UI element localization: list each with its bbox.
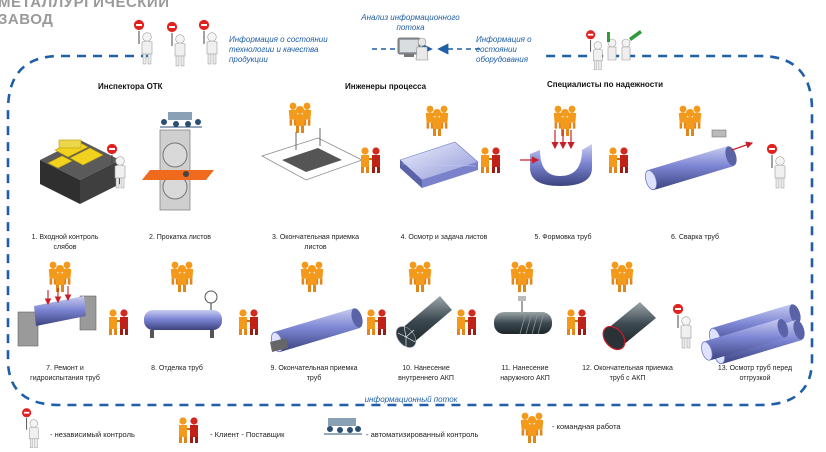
finishing-pipe-icon [144, 290, 222, 338]
step-7-line-2: гидроиспытания труб [30, 375, 100, 382]
team-icon-step11 [511, 262, 534, 292]
step-10-line-2: внутреннего АКП [398, 375, 454, 382]
header-title: МЕТАЛЛУРГИЧЕСКИЙ ЗАВОД [0, 0, 170, 28]
handshake-icon-5-6 [608, 146, 629, 174]
step-9-line-1: 9. Окончательная приемка [270, 365, 358, 372]
role-otk: Инспектора ОТК [98, 82, 163, 91]
info-equipment-label: Информация о состоянии оборудования [476, 35, 566, 65]
team-icon-step8 [171, 262, 194, 292]
step-7-label: 7. Ремонт и гидроиспытания труб [10, 364, 120, 384]
welding-pipe-icon [642, 129, 754, 192]
team-icon-step6 [679, 106, 702, 136]
info-quality-line-1: Информация о состоянии [229, 35, 328, 44]
team-icon-step3 [289, 103, 312, 133]
step-3-label: 3. Окончательная приемка листов [253, 233, 378, 253]
team-icon-step9 [301, 262, 324, 292]
step-12-line-2: труб с АКП [609, 375, 646, 382]
header-line-2: ЗАВОД [0, 11, 54, 28]
role-process: Инженеры процесса [345, 82, 427, 91]
handshake-icon-11-12 [566, 308, 587, 336]
info-analysis-line-1: Анализ информационного [361, 13, 460, 22]
info-analysis-line-2: потока [396, 23, 425, 32]
legend-independent-icon [21, 407, 39, 449]
team-icon-step4 [426, 106, 449, 136]
handshake-icon-3-4 [360, 146, 381, 174]
otk-inspectors-icon [133, 19, 218, 67]
slab-stack-icon [40, 139, 120, 204]
step-9-line-2: труб [306, 375, 322, 382]
step-3-line-2: листов [304, 244, 327, 251]
analysis-icon [397, 37, 429, 61]
pipe-acceptance-icon [268, 306, 366, 354]
independent-control-icon-12 [672, 303, 692, 349]
rolling-mill-icon [142, 129, 214, 211]
step-9-label: 9. Окончательная приемка труб [252, 364, 376, 384]
step-6-label: 6. Сварка труб [671, 234, 719, 241]
step-12-line-1: 12. Окончательная приемка [582, 365, 673, 372]
legend-client-icon [178, 416, 199, 444]
information-flow-line [6, 54, 814, 407]
handshake-icon-10-11 [456, 308, 477, 336]
step-7-line-1: 7. Ремонт и [46, 365, 84, 372]
sheet-stack-icon [399, 141, 479, 188]
legend-team: - командная работа [552, 422, 621, 431]
step-10-label: 10. Нанесение внутреннего АКП [381, 364, 471, 384]
reliability-team-icon [585, 29, 642, 71]
legend-automated-icon [324, 418, 362, 435]
pipe-bundle-icon [699, 302, 808, 366]
independent-control-icon-6 [766, 143, 786, 189]
step-4-label: 4. Осмотр и задача листов [400, 234, 488, 241]
handshake-icon-8-9 [238, 308, 259, 336]
automated-control-icon [160, 112, 202, 128]
role-reliability: Специалисты по надежности [547, 80, 663, 89]
coated-pipe-acceptance-icon [602, 302, 656, 351]
legend-independent: - независимый контроль [50, 430, 135, 439]
info-equipment-line-3: оборудования [476, 55, 529, 64]
step-8-label: 8. Отделка труб [151, 365, 203, 372]
forming-icon [520, 130, 592, 186]
hydrotest-icon [17, 286, 97, 347]
team-icon-step12 [611, 262, 634, 292]
legend-team-icon [521, 413, 544, 443]
info-quality-label: Информация о состоянии технологии и каче… [229, 35, 354, 65]
legend-client: - Клиент - Поставщик [210, 430, 285, 439]
step-12-label: 12. Окончательная приемка труб с АКП [565, 364, 690, 384]
step-11-line-1: 11. Нанесение [501, 365, 549, 372]
handshake-icon-9-10 [366, 308, 387, 336]
plate-icon [260, 128, 364, 181]
step-2-label: 2. Прокатка листов [148, 234, 212, 241]
step-13-line-2: отгрузкой [739, 375, 771, 382]
handshake-icon-7-8 [108, 308, 129, 336]
step-1-line-2: слябов [53, 244, 77, 251]
outer-coating-icon [494, 296, 552, 335]
step-1-label: 1. Входной контроль слябов [10, 233, 120, 253]
info-flow-label: информационный поток [364, 395, 458, 404]
step-5-label: 5. Формовка труб [534, 234, 592, 241]
info-analysis-label: Анализ информационного потока [348, 13, 473, 33]
handshake-icon-4-5 [480, 146, 501, 174]
step-10-line-1: 10. Нанесение [402, 365, 450, 372]
step-13-line-1: 13. Осмотр труб перед [717, 365, 793, 372]
step-1-line-1: 1. Входной контроль [31, 234, 99, 241]
team-icon-step5 [554, 106, 577, 136]
info-equipment-line-2: состоянии [476, 45, 517, 54]
info-quality-line-2: технологии и качества [229, 45, 319, 54]
info-equipment-line-1: Информация о [476, 35, 532, 44]
inner-coating-icon [395, 296, 452, 348]
step-13-label: 13. Осмотр труб перед отгрузкой [700, 364, 810, 384]
step-3-line-1: 3. Окончательная приемка [272, 234, 359, 241]
step-11-label: 11. Нанесение наружного АКП [480, 364, 570, 384]
step-11-line-2: наружного АКП [500, 375, 550, 382]
info-quality-line-3: продукции [229, 55, 268, 64]
team-icon-step10 [409, 262, 432, 292]
header-line-1: МЕТАЛЛУРГИЧЕСКИЙ [0, 0, 170, 11]
legend-automated: - автоматизированный контроль [366, 430, 479, 439]
